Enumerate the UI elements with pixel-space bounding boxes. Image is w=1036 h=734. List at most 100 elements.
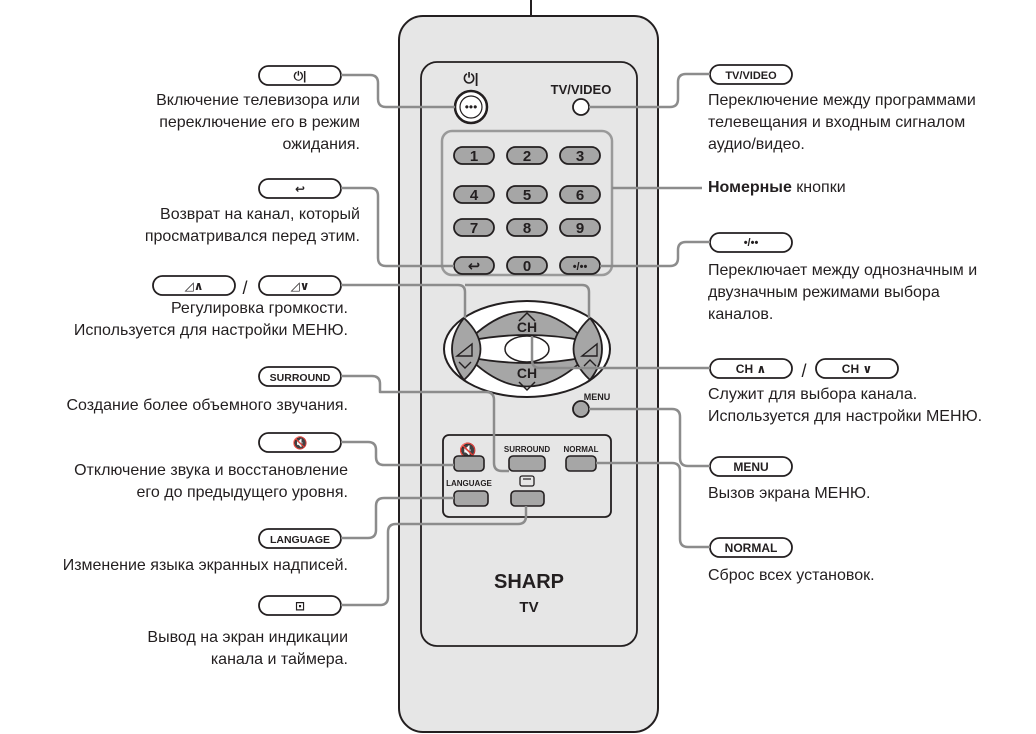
- surround-button[interactable]: [508, 455, 546, 472]
- mute-description: Отключение звука и восстановление его до…: [74, 460, 348, 504]
- volume-down-ramp-icon: [455, 342, 473, 357]
- tv-video-leader: [589, 72, 710, 109]
- number-label-6: 6: [576, 187, 584, 204]
- surround-label: SURROUND: [504, 445, 550, 454]
- number-button-4[interactable]: [453, 185, 495, 204]
- display-button[interactable]: [510, 490, 545, 507]
- digit-mode-description-line-2: двузначным режимами выбора: [708, 284, 940, 301]
- tv-video-key-text: TV/VIDEO: [725, 70, 777, 82]
- channel-key-separator: /: [801, 361, 806, 381]
- menu-button[interactable]: [572, 400, 590, 418]
- mute-leader: [341, 440, 454, 467]
- normal-key-text: NORMAL: [725, 541, 778, 555]
- number-label-4: 4: [470, 187, 479, 204]
- display-description: Вывод на экран индикации канала и таймер…: [147, 627, 348, 671]
- display-key-text: ⊡: [295, 599, 305, 613]
- number-button-5[interactable]: [506, 185, 548, 204]
- volume-down-arrow-icon: [458, 361, 472, 369]
- power-description: Включение телевизора или переключение ег…: [156, 90, 360, 156]
- mute-icon: 🔇: [459, 442, 476, 459]
- digit-mode-leader: [600, 240, 710, 268]
- number-label-8: 8: [523, 220, 531, 237]
- surround-key-text: SURROUND: [270, 372, 331, 384]
- menu-description: Вызов экрана МЕНЮ.: [708, 483, 870, 505]
- number-label-3: 3: [576, 148, 584, 165]
- tv-video-button[interactable]: [572, 98, 590, 116]
- number-button-0[interactable]: [506, 256, 548, 275]
- ch-down-label: CH: [517, 365, 537, 381]
- volume-description-line-2: Используется для настройки МЕНЮ.: [73, 322, 348, 339]
- power-leader: [341, 73, 455, 109]
- surround-description: Создание более объемного звучания.: [67, 395, 349, 417]
- mute-button[interactable]: [453, 455, 485, 472]
- flashback-leader: [341, 186, 454, 268]
- digit-mode-description-line-1: Переключает между однозначным и: [708, 262, 978, 279]
- display-description-line-2: канала и таймера.: [210, 651, 348, 668]
- numbers-description-rest: кнопки: [791, 179, 846, 196]
- power-button-dots: •••: [465, 100, 478, 114]
- language-description: Изменение языка экранных надписей.: [63, 555, 348, 577]
- volume-key-separator: /: [242, 278, 247, 298]
- digit-mode-description-line-3: каналов.: [708, 306, 774, 323]
- number-button-2[interactable]: [506, 146, 548, 165]
- volume-description-line-1: Регулировка громкости.: [170, 300, 348, 317]
- ch-down-arrow-icon: [518, 381, 536, 392]
- display-icon: [519, 475, 535, 487]
- surround-leader: [341, 374, 509, 473]
- direction-pad-center: [504, 335, 550, 363]
- flashback-description: Возврат на канал, который просматривался…: [145, 204, 360, 248]
- power-description-line-1: Включение телевизора или: [156, 92, 360, 109]
- digit-mode-key-text: •/••: [744, 237, 759, 249]
- ch-up-arrow-icon: [518, 311, 536, 322]
- number-label-1: 1: [470, 148, 478, 165]
- number-label-7: 7: [470, 220, 478, 237]
- brand-logo: SHARP: [494, 571, 564, 593]
- numbers-description-bold: Номерные: [708, 179, 792, 196]
- language-label: LANGUAGE: [446, 479, 492, 488]
- direction-pad: CH CH: [443, 300, 611, 398]
- tv-video-description-line-1: Переключение между программами: [708, 92, 976, 109]
- volume-leader: [341, 283, 467, 318]
- display-leader: [341, 506, 528, 607]
- digit-mode-description: Переключает между однозначным и двузначн…: [708, 260, 977, 326]
- normal-label: NORMAL: [563, 445, 598, 454]
- number-button-3[interactable]: [559, 146, 601, 165]
- channel-down-key-pill: [815, 358, 899, 379]
- channel-description-line-2: Используется для настройки МЕНЮ.: [708, 408, 983, 425]
- display-description-line-1: Вывод на экран индикации: [147, 629, 348, 646]
- number-button-7[interactable]: [453, 218, 495, 237]
- menu-key-text: MENU: [733, 460, 768, 474]
- number-button-9[interactable]: [559, 218, 601, 237]
- volume-up-key-text: ◿∧: [184, 279, 204, 293]
- number-label-0: 0: [523, 258, 531, 275]
- mute-description-line-2: его до предыдущего уровня.: [136, 484, 348, 501]
- volume-up-key-pill: [152, 275, 236, 296]
- language-button[interactable]: [453, 490, 489, 507]
- menu-label: MENU: [584, 392, 611, 402]
- normal-description: Сброс всех установок.: [708, 565, 875, 587]
- number-button-1[interactable]: [453, 146, 495, 165]
- channel-down-key-text: CH ∨: [842, 362, 872, 376]
- model-label: TV: [519, 599, 538, 616]
- digit-mode-button-symbol: •/••: [573, 261, 588, 273]
- flashback-description-line-2: просматривался перед этим.: [144, 228, 360, 245]
- tv-video-description-line-3: аудио/видео.: [708, 136, 805, 153]
- ch-up-label: CH: [517, 319, 537, 335]
- language-description-line-1: Изменение языка экранных надписей.: [62, 557, 348, 574]
- power-key-text: ⏻|: [294, 69, 307, 83]
- normal-button[interactable]: [565, 455, 597, 472]
- number-label-2: 2: [523, 148, 531, 165]
- number-button-6[interactable]: [559, 185, 601, 204]
- language-key-text: LANGUAGE: [270, 534, 330, 546]
- normal-description-line-1: Сброс всех установок.: [708, 567, 875, 584]
- menu-description-line-1: Вызов экрана МЕНЮ.: [708, 485, 871, 502]
- number-button-8[interactable]: [506, 218, 548, 237]
- power-description-line-3: ожидания.: [282, 136, 360, 153]
- volume-up-ramp-icon: [580, 342, 598, 357]
- numeric-buttons: 1 2 3 4 5 6 7 8 9 ↩ 0 •/••: [453, 146, 601, 275]
- volume-up-arrow-icon: [583, 359, 597, 367]
- language-leader: [341, 496, 454, 540]
- channel-description-line-1: Служит для выбора канала.: [708, 386, 918, 403]
- numeric-keypad-frame: [440, 129, 614, 277]
